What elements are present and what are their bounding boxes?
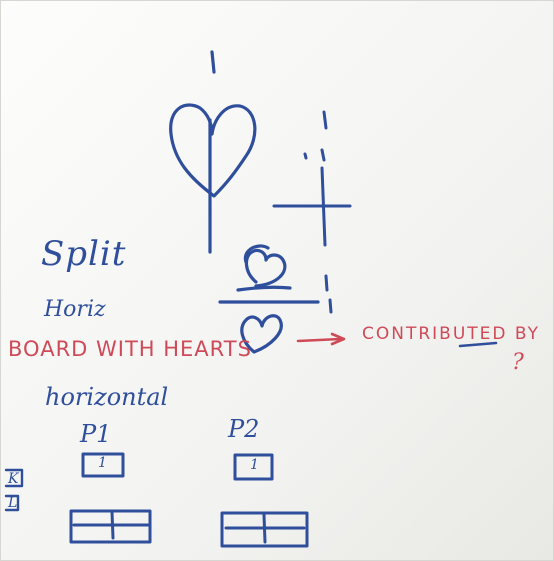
k-label: K — [8, 471, 19, 487]
contributed-underline — [458, 341, 498, 348]
question-mark-label: ? — [512, 350, 524, 375]
horizontal-label: horizontal — [45, 383, 169, 411]
p1-small-box-icon — [81, 452, 125, 478]
heart-split-horizontal-icon — [218, 244, 320, 304]
p1-label: P1 — [80, 420, 112, 448]
p2-label: P2 — [228, 415, 260, 443]
left-edge-boxes — [4, 468, 24, 512]
board-with-hearts-label: BOARD WITH HEARTS — [8, 337, 252, 361]
horiz-label: Horiz — [44, 297, 106, 322]
p2-small-box-icon — [233, 453, 274, 481]
contributed-by-label: CONTRIBUTED BY — [362, 324, 541, 344]
p1-split-box-icon — [69, 509, 152, 544]
p1-box-label: 1 — [98, 455, 107, 471]
heart-split-vertical-icon — [169, 50, 257, 254]
p2-split-box-icon — [220, 511, 309, 548]
arrow-right-icon — [296, 332, 346, 346]
p2-box-label: 1 — [250, 457, 259, 473]
l-label: L — [8, 495, 18, 511]
board-heart-icon — [240, 314, 283, 354]
split-label: Split — [41, 234, 127, 274]
